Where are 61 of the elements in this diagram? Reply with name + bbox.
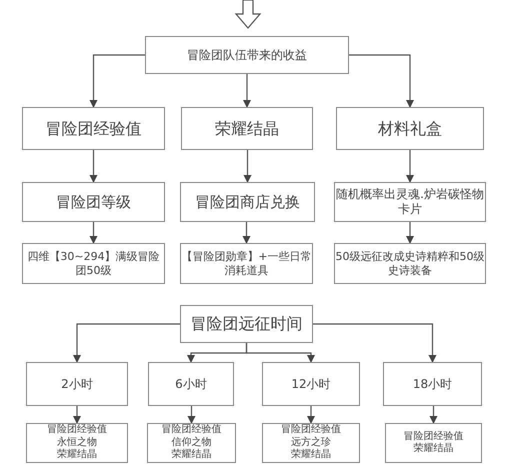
- box-text: 12小时: [291, 376, 331, 392]
- arrow: [73, 323, 180, 363]
- hollow-arrow: [234, 0, 262, 29]
- arrow: [313, 323, 436, 363]
- arrow: [243, 74, 251, 108]
- process-box: [22, 182, 165, 222]
- process-box: [262, 362, 360, 406]
- box-text: 50级远征改成史诗精粹和50级史诗装备: [335, 250, 485, 278]
- arrow: [188, 406, 196, 424]
- box-text: 荣耀结晶: [291, 449, 331, 462]
- arrow: [244, 150, 252, 183]
- box-text: 信仰之物: [172, 436, 212, 448]
- arrow: [430, 406, 438, 424]
- arrow: [307, 406, 315, 424]
- box-text: 冒险团远征时间: [190, 314, 302, 334]
- process-box: [181, 107, 313, 150]
- process-box: [180, 182, 315, 222]
- process-box: [26, 423, 128, 463]
- box-text: 2小时: [61, 376, 93, 392]
- box-text: 6小时: [175, 376, 207, 392]
- arrow: [349, 54, 414, 108]
- box-text: 冒险团经验值: [281, 424, 341, 436]
- process-box: [180, 243, 313, 284]
- box-text: 材料礼盒: [378, 118, 442, 138]
- box-text: 冒险团经验值: [46, 118, 142, 138]
- box-text: 冒险团商店兑换: [195, 192, 300, 212]
- process-box: [385, 423, 482, 463]
- process-box: [148, 362, 234, 406]
- process-box: [262, 423, 360, 463]
- box-text: 随机概率出灵魂.炉岩碳怪物卡片: [335, 187, 485, 217]
- arrow: [406, 150, 414, 183]
- box-text: 永恒之物: [57, 436, 97, 448]
- box-text: 冒险团等级: [56, 192, 131, 212]
- box-text: 远方之珍: [291, 436, 331, 448]
- arrow: [242, 222, 250, 244]
- box-text: 荣耀结晶: [57, 449, 97, 462]
- arrow: [406, 222, 414, 244]
- process-box: [145, 36, 349, 74]
- process-box: [26, 362, 128, 406]
- process-box: [22, 107, 165, 150]
- process-box: [22, 243, 165, 284]
- box-text: 【冒险团勋章】+一些日常消耗道具: [181, 250, 312, 278]
- process-box: [383, 362, 482, 406]
- box-text: 冒险团经验值: [404, 430, 464, 442]
- box-text: 荣耀结晶: [215, 118, 279, 138]
- box-text: 冒险团经验值: [162, 424, 222, 436]
- process-box: [180, 305, 313, 343]
- arrow: [73, 406, 81, 424]
- box-text: 四维【30~294】满级冒险团50级: [26, 250, 161, 278]
- box-text: 荣耀结晶: [172, 449, 212, 462]
- arrow: [90, 222, 98, 244]
- process-box: [336, 107, 484, 150]
- box-text: 荣耀结晶: [414, 443, 454, 456]
- arrow: [246, 343, 315, 363]
- box-text: 冒险团队伍带来的收益: [187, 48, 307, 62]
- arrow: [90, 150, 98, 183]
- box-text: 冒险团经验值: [47, 424, 107, 436]
- arrow: [90, 54, 145, 108]
- box-text: 18小时: [412, 376, 452, 392]
- process-box: [147, 423, 236, 463]
- process-box: [334, 243, 486, 284]
